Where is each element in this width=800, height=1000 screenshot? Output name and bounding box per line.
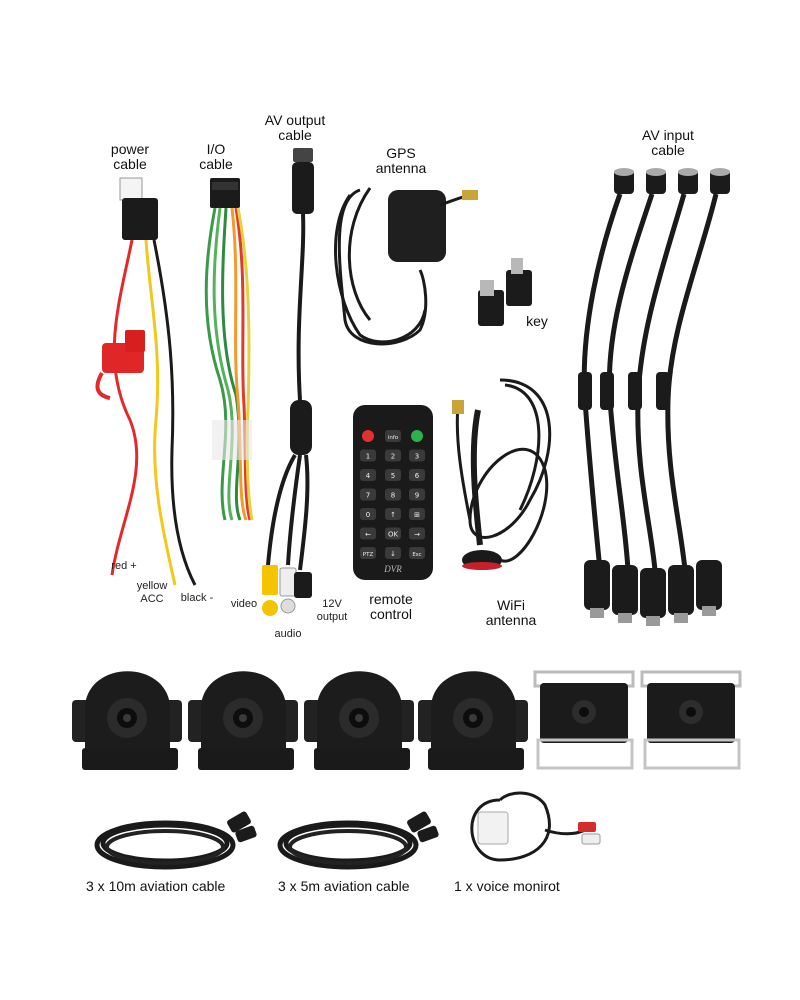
remote-key (385, 547, 401, 559)
label-12v-output: 12V output (316, 598, 348, 623)
remote-key-label: ↑ (390, 511, 396, 519)
remote-key (385, 449, 401, 462)
av-output-cable-image (262, 148, 314, 616)
remote-key-label: ⊞ (414, 511, 420, 519)
key-image (478, 258, 532, 326)
remote-key (385, 430, 401, 442)
remote-key-label: 2 (391, 453, 395, 461)
remote-key (409, 508, 425, 520)
remote-control-image: info 1 2 3 4 5 6 7 8 9 0 ↑ ⊞ ← OK → PTZ ↓ Esc DVR (353, 405, 433, 580)
remote-key-label: 3 (415, 453, 419, 461)
aviation-cable-5m-image (277, 811, 439, 870)
remote-key (409, 488, 425, 501)
label-audio: audio (274, 628, 302, 640)
remote-key-label: 1 (366, 453, 370, 461)
label-av-input-cable: AV input cable (642, 127, 694, 158)
av-input-cables-image (578, 168, 730, 626)
wifi-antenna-image (452, 378, 552, 570)
remote-key-label: 5 (391, 472, 395, 480)
remote-key (360, 547, 376, 559)
label-io-cable: I/O cable (199, 141, 233, 172)
remote-keypad: info 1 2 3 4 5 6 7 8 9 0 ↑ ⊞ ← OK → PTZ ↓ Esc (360, 430, 425, 559)
remote-key (360, 449, 376, 462)
label-gps-antenna: GPS antenna (375, 145, 427, 176)
remote-key-label: → (414, 531, 420, 539)
remote-key (360, 488, 376, 501)
remote-key (409, 449, 425, 462)
io-cable-image (204, 178, 254, 521)
remote-key-label: ← (365, 531, 371, 539)
remote-key (409, 547, 425, 559)
remote-brand-label: DVR (383, 564, 402, 574)
label-voice-monitor: 1 x voice monirot (454, 878, 560, 894)
label-video: video (230, 598, 258, 610)
remote-key-label: 9 (415, 492, 419, 500)
gps-antenna-image (334, 187, 478, 346)
remote-key-label: OK (388, 531, 399, 539)
remote-key-label: PTZ (363, 552, 374, 558)
voice-monitor-image (470, 791, 601, 862)
dome-cameras-image (72, 671, 528, 770)
remote-key (360, 469, 376, 481)
remote-key (360, 527, 376, 540)
label-10m-cable: 3 x 10m aviation cable (86, 878, 226, 894)
remote-key-label: 0 (366, 511, 370, 519)
label-wifi-antenna: WiFi antenna (485, 597, 537, 628)
remote-key (385, 488, 401, 501)
remote-key (360, 508, 376, 520)
label-remote-control: remote control (369, 591, 413, 622)
label-av-output-cable: AV output cable (264, 112, 326, 143)
remote-key-label: 7 (366, 492, 370, 500)
remote-key-label: 8 (391, 492, 395, 500)
label-red-wire: red + (111, 560, 137, 572)
label-black-wire: black - (180, 592, 214, 604)
remote-key-label: Esc (412, 552, 421, 558)
remote-power-key (362, 430, 374, 442)
remote-key (409, 469, 425, 481)
power-cable-image (95, 177, 197, 586)
box-cameras-image (533, 670, 742, 770)
remote-key (385, 527, 401, 540)
remote-key-label: 4 (366, 472, 371, 480)
remote-key (385, 469, 401, 481)
remote-key-label: ↓ (390, 550, 396, 558)
remote-key (385, 508, 401, 520)
remote-key-label: info (388, 435, 399, 441)
label-5m-cable: 3 x 5m aviation cable (278, 878, 410, 894)
label-power-cable: power cable (110, 141, 150, 172)
aviation-cable-10m-image (94, 811, 257, 870)
remote-key-label: 6 (415, 472, 420, 480)
label-yellow-wire: yellow ACC (136, 580, 168, 605)
remote-green-key (411, 430, 423, 442)
label-key: key (526, 313, 548, 329)
remote-key (409, 527, 425, 540)
